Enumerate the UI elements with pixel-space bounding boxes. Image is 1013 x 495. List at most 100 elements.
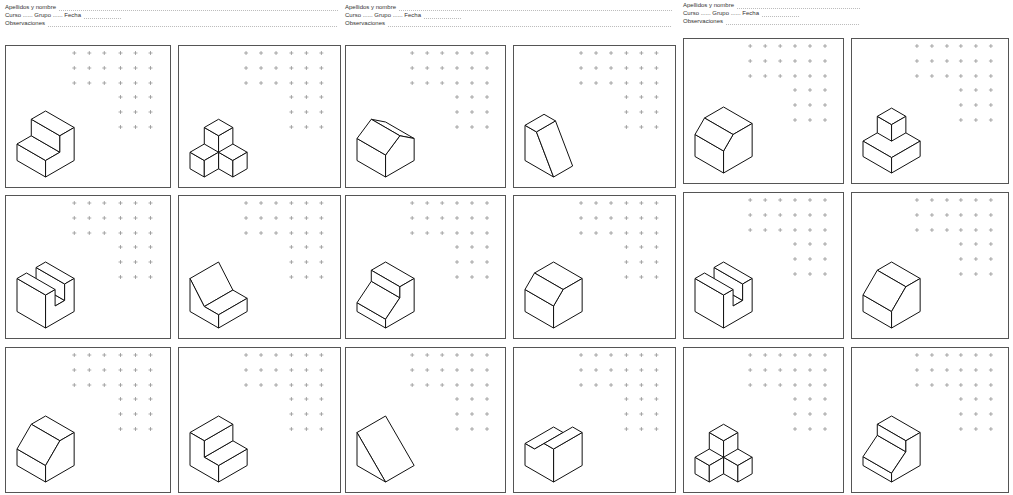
isometric-figure <box>863 108 920 173</box>
figure-face <box>190 279 219 329</box>
figure-face <box>17 273 55 295</box>
grid-marks <box>244 353 323 431</box>
grid-marks <box>72 353 152 431</box>
isometric-figure <box>695 107 752 173</box>
figure-face <box>863 141 892 173</box>
field-line <box>399 10 672 11</box>
course-field: Curso ...... Grupo ...... Fecha <box>683 10 760 17</box>
grid-marks <box>748 198 827 276</box>
figure-face <box>738 457 752 482</box>
field-line <box>424 18 462 19</box>
panel-frame <box>514 348 676 493</box>
name-field: Apellidos y nombre <box>345 4 397 11</box>
exercise-panel <box>346 46 506 188</box>
exercise-panel <box>514 348 676 493</box>
course-field: Curso ...... Grupo ...... Fecha <box>345 12 422 19</box>
grid-marks <box>410 353 489 431</box>
figure-face <box>36 262 74 284</box>
figure-face <box>892 141 921 173</box>
figure-face <box>357 433 386 483</box>
panel-frame <box>179 196 341 339</box>
figure-face <box>357 416 414 482</box>
panel-frame <box>852 39 1009 184</box>
exercise-panels <box>6 39 1009 493</box>
figure-face <box>190 433 219 483</box>
isometric-figure <box>190 416 247 482</box>
grid-marks <box>579 51 658 129</box>
exercise-panel <box>6 196 171 339</box>
isometric-figure <box>357 119 414 177</box>
figure-face <box>892 116 906 141</box>
panel-frame <box>514 196 676 339</box>
isometric-figure <box>525 114 573 177</box>
figure-face <box>233 152 247 177</box>
figure-face <box>357 119 400 155</box>
grid-marks <box>915 198 993 276</box>
grid-marks <box>244 51 323 129</box>
exercise-panel <box>514 46 676 188</box>
exercise-panel <box>852 193 1009 339</box>
panel-frame <box>179 46 341 188</box>
grid-marks <box>72 201 152 279</box>
figure-face <box>525 273 563 306</box>
panel-frame <box>6 46 171 188</box>
course-field: Curso ...... Grupo ...... Fecha <box>5 12 82 19</box>
isometric-figure <box>17 111 74 177</box>
exercise-panel <box>684 348 844 493</box>
field-line <box>737 8 860 9</box>
field-line <box>726 24 860 25</box>
figure-face <box>386 279 415 329</box>
panel-frame <box>852 348 1009 493</box>
isometric-figure <box>695 424 752 482</box>
panel-frame <box>6 196 171 339</box>
grid-marks <box>244 201 323 279</box>
isometric-figure <box>17 262 74 328</box>
figure-face <box>525 444 554 483</box>
grid-marks <box>410 51 489 129</box>
exercise-panel <box>684 193 844 339</box>
figure-face <box>695 273 733 295</box>
exercise-panel <box>514 196 676 339</box>
exercise-panel <box>852 39 1009 184</box>
isometric-figure <box>863 416 920 482</box>
figure-face <box>46 128 75 178</box>
exercise-panel <box>179 196 341 339</box>
isometric-figure <box>17 416 74 482</box>
exercise-panel <box>346 196 506 339</box>
figure-face <box>709 424 738 441</box>
isometric-figure <box>190 119 247 177</box>
field-line <box>762 16 800 17</box>
figure-face <box>46 433 75 483</box>
figure-face <box>219 298 248 328</box>
figure-face <box>714 262 752 284</box>
grid-marks <box>748 353 827 431</box>
panel-frame <box>514 46 676 188</box>
figure-face <box>877 424 906 452</box>
notes-field: Observaciones <box>683 18 724 25</box>
grid-marks <box>748 44 827 122</box>
figure-face <box>709 457 723 482</box>
name-field: Apellidos y nombre <box>5 4 57 11</box>
panel-frame <box>179 348 341 493</box>
grid-marks <box>579 201 658 279</box>
figure-face <box>695 118 733 151</box>
panel-frame <box>684 193 844 339</box>
panel-frame <box>852 193 1009 339</box>
panel-frame <box>6 348 171 493</box>
grid-marks <box>915 353 993 431</box>
field-line <box>48 26 338 27</box>
figure-face <box>892 433 921 483</box>
isometric-figure <box>525 427 582 482</box>
panel-frame <box>346 348 506 493</box>
name-field: Apellidos y nombre <box>683 2 735 9</box>
field-line <box>388 26 672 27</box>
isometric-figure <box>357 262 414 328</box>
field-lines <box>48 9 860 27</box>
exercise-panel <box>684 39 844 184</box>
grid-marks <box>72 51 152 129</box>
panel-frame <box>684 348 844 493</box>
figure-face <box>371 270 400 298</box>
figure-face <box>525 114 555 132</box>
grid-marks <box>579 353 658 431</box>
